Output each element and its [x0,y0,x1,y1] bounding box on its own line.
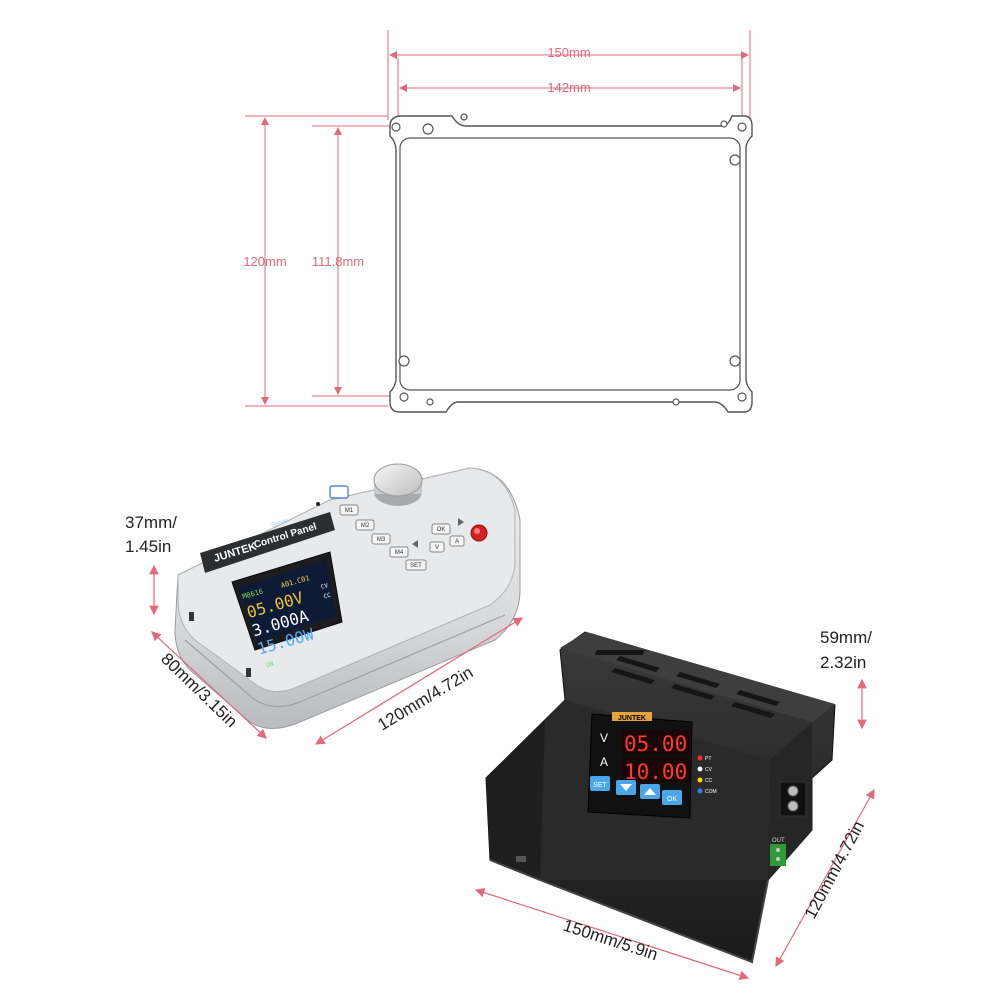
btn-m2-label: M2 [361,523,370,529]
indicator-cv: CV [705,767,713,773]
pm-depth: 120mm/4.72in [801,818,868,922]
outline-height-outer-label: 120mm [243,254,286,269]
pm-height-in: 2.32in [820,653,866,672]
control-panel-image: JUNTEK DPM Series Control Panel M0616 A0… [174,463,521,729]
power-module-image: JUNTEK V A 05.00 10.00 PT CV CC COM SET … [485,631,836,964]
outline-width-inner-label: 142mm [547,80,590,95]
indicator-cc: CC [705,778,713,784]
outline-height-inner-label: 111.8mm [312,254,364,269]
module-brand: JUNTEK [618,715,646,722]
indicator-pt: PT [705,756,711,762]
outline-drawing: 150mm 142mm 120mm 111.8mm [243,30,753,413]
lcd-mode-cc: CC [323,592,332,601]
lcd-status: ON [266,660,275,669]
control-panel-series: Series [271,518,289,529]
module-label-v: V [600,731,608,745]
pm-width: 150mm/5.9in [561,916,660,964]
cp-height-mm: 37mm/ [125,513,177,532]
btn-a-label: A [455,539,459,545]
module-btn-ok: OK [667,796,677,803]
module-display-current: 10.00 [624,760,687,784]
module-label-a: A [600,755,608,769]
btn-m1-label: M1 [345,508,354,514]
btn-m4-label: M4 [395,550,404,556]
module-btn-set: SET [593,782,607,789]
module-out-label: OUT [772,838,785,844]
btn-ok-label: OK [437,527,446,533]
outline-width-outer-label: 150mm [547,45,590,60]
btn-m3-label: M3 [377,537,386,543]
module-display-voltage: 05.00 [624,732,687,756]
btn-v-label: V [435,545,439,551]
lcd-mode-cv: CV [320,582,329,591]
pm-height-mm: 59mm/ [820,628,872,647]
cp-height-in: 1.45in [125,537,171,556]
btn-set-label: SET [410,563,422,569]
indicator-com: COM [705,789,717,795]
enclosure-outline [389,115,753,413]
